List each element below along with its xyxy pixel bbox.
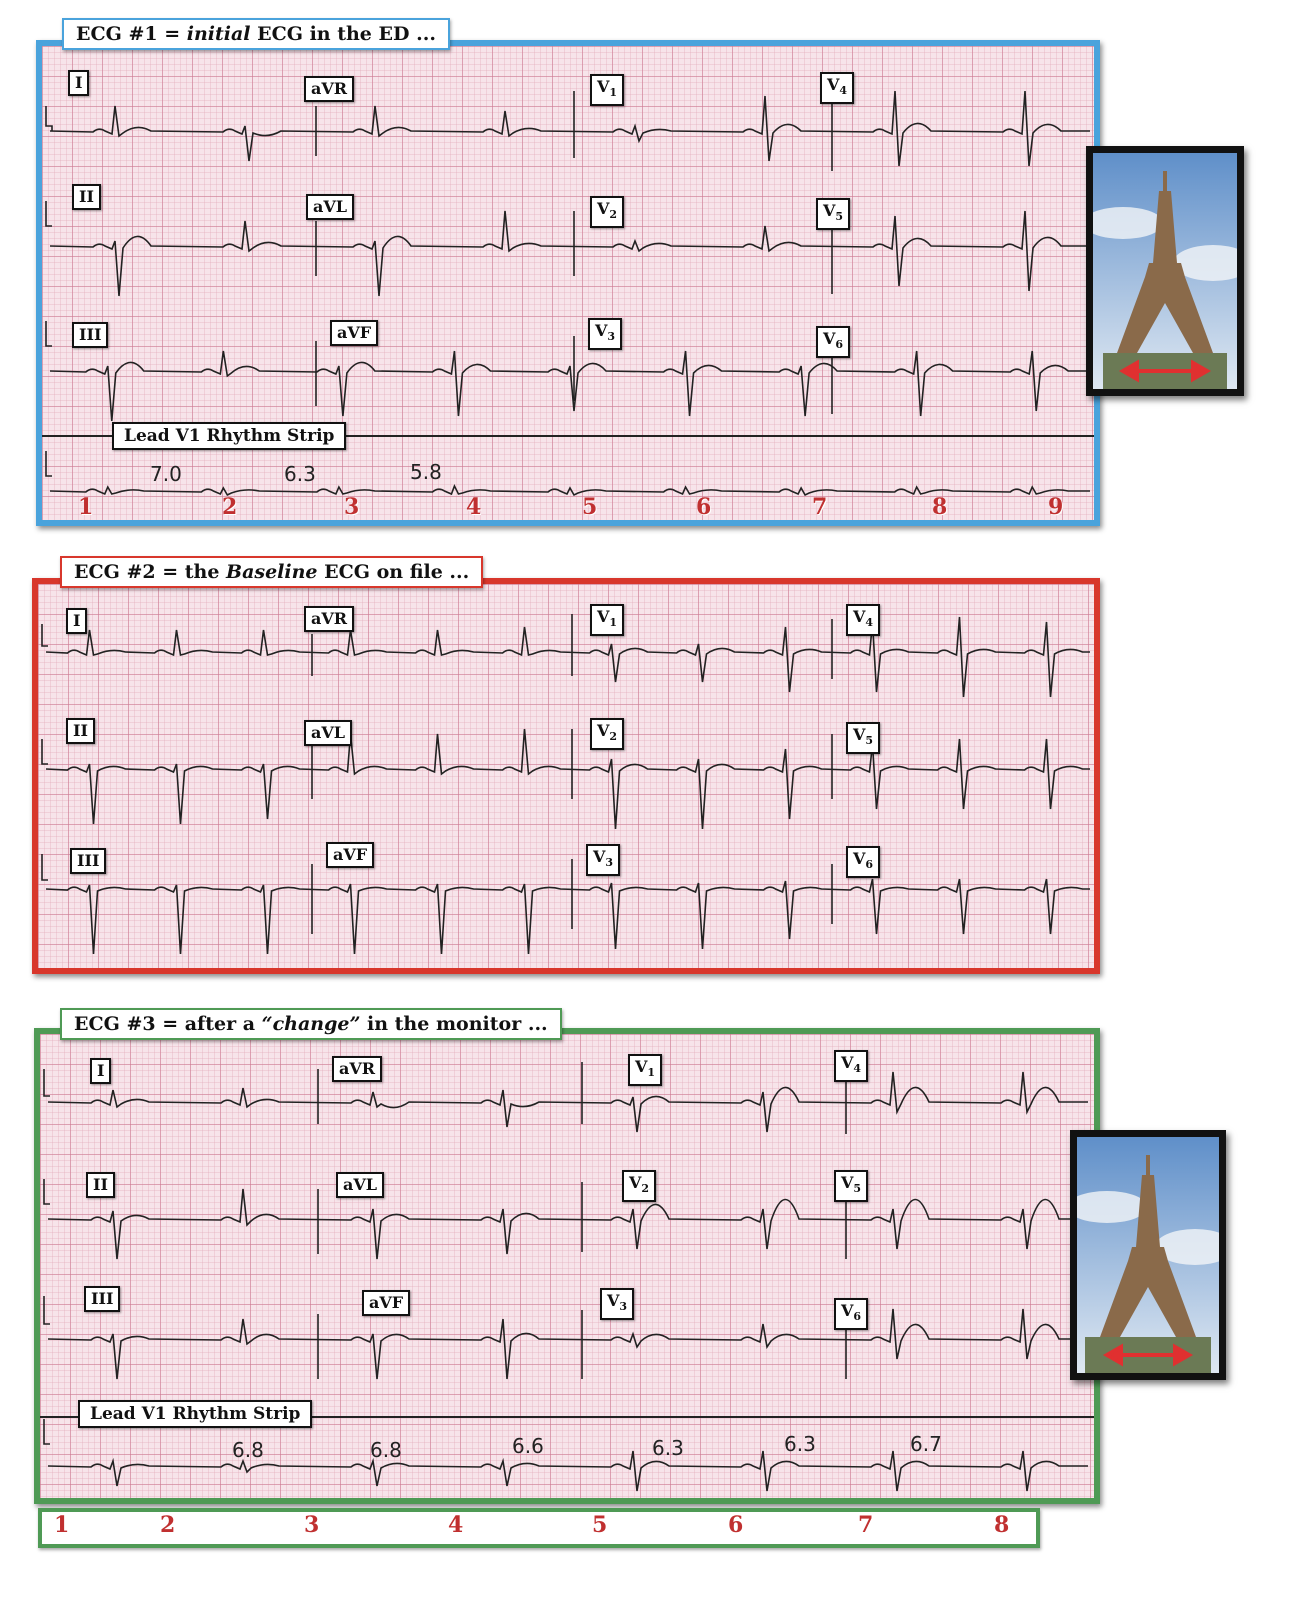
lead-label-aVL: aVL — [306, 194, 355, 220]
lead-label-V6: V6 — [816, 326, 851, 359]
lead-label-V3: V3 — [588, 318, 623, 351]
ecg1-title: ECG #1 = initial ECG in the ED ... — [62, 18, 450, 50]
beat-number: 7 — [858, 1512, 874, 1538]
rhythm-strip-label: Lead V1 Rhythm Strip — [78, 1400, 313, 1428]
lead-label-V2: V2 — [590, 196, 625, 229]
rhythm-strip-label: Lead V1 Rhythm Strip — [112, 422, 347, 450]
ecg2-title: ECG #2 = the Baseline ECG on file ... — [60, 556, 484, 588]
lead-label-I: I — [66, 608, 88, 634]
ecg3-title: ECG #3 = after a “change” in the monitor… — [60, 1008, 562, 1040]
lead-label-V1: V1 — [590, 604, 625, 637]
lead-label-V4: V4 — [820, 72, 855, 105]
lead-label-III: III — [84, 1286, 121, 1312]
beat-number: 1 — [54, 1512, 70, 1538]
lead-label-II: II — [66, 718, 95, 744]
ecg3-panel: I aVR V1 V4 II aVL V2 V5 III aVF V3 V6 L… — [34, 1028, 1100, 1504]
lead-label-III: III — [70, 848, 107, 874]
lead-label-V3: V3 — [586, 844, 621, 877]
rr-measure: 6.3 — [284, 462, 316, 486]
lead-label-aVL: aVL — [336, 1172, 385, 1198]
lead-label-V4: V4 — [846, 604, 881, 637]
beat-number: 1 — [78, 494, 94, 520]
rr-measure: 6.8 — [232, 1438, 264, 1462]
beat-number: 2 — [160, 1512, 176, 1538]
beat-number: 5 — [582, 494, 598, 520]
beat-number: 3 — [304, 1512, 320, 1538]
ecg1-panel: I aVR V1 V4 II aVL V2 V5 III aVF V3 V6 L… — [36, 40, 1100, 526]
lead-label-aVF: aVF — [326, 842, 375, 868]
beat-number: 6 — [696, 494, 712, 520]
ecg1-traces — [42, 90, 1094, 497]
eiffel-tower-photo — [1086, 146, 1244, 396]
lead-label-aVR: aVR — [304, 76, 355, 102]
lead-label-V5: V5 — [816, 198, 851, 231]
eiffel-tower-photo — [1070, 1130, 1226, 1380]
rr-measure: 6.7 — [910, 1432, 942, 1456]
lead-label-V2: V2 — [590, 718, 625, 751]
lead-label-V1: V1 — [590, 74, 625, 107]
beat-number: 4 — [448, 1512, 464, 1538]
lead-label-V6: V6 — [834, 1298, 869, 1331]
beat-number: 8 — [994, 1512, 1010, 1538]
lead-label-V6: V6 — [846, 846, 881, 879]
lead-label-aVF: aVF — [330, 320, 379, 346]
beat-number: 2 — [222, 494, 238, 520]
lead-label-V3: V3 — [600, 1288, 635, 1321]
beat-number: 3 — [344, 494, 360, 520]
beat-number: 4 — [466, 494, 482, 520]
rr-measure: 7.0 — [150, 462, 182, 486]
ecg3-traces — [40, 1062, 1094, 1492]
ecg2-traces — [41, 614, 1090, 955]
lead-label-V4: V4 — [834, 1050, 869, 1083]
ecg2-panel: I aVR V1 V4 II aVL V2 V5 III aVF V3 V6 — [32, 578, 1100, 974]
lead-label-V5: V5 — [846, 722, 881, 755]
lead-label-aVL: aVL — [304, 720, 353, 746]
lead-label-I: I — [68, 70, 90, 96]
lead-label-III: III — [72, 322, 109, 348]
rr-measure: 6.6 — [512, 1434, 544, 1458]
lead-label-II: II — [72, 184, 101, 210]
lead-label-I: I — [90, 1058, 112, 1084]
rr-measure: 6.8 — [370, 1438, 402, 1462]
lead-label-aVR: aVR — [304, 606, 355, 632]
beat-number: 8 — [932, 494, 948, 520]
rr-measure: 5.8 — [410, 460, 442, 484]
beat-number: 7 — [812, 494, 828, 520]
lead-label-II: II — [86, 1172, 115, 1198]
lead-label-V1: V1 — [628, 1054, 663, 1087]
beat-number: 6 — [728, 1512, 744, 1538]
lead-label-V2: V2 — [622, 1170, 657, 1203]
ecg3-beat-bar — [38, 1508, 1040, 1548]
beat-number: 9 — [1048, 494, 1064, 520]
rr-measure: 6.3 — [652, 1436, 684, 1460]
lead-label-aVR: aVR — [332, 1056, 383, 1082]
lead-label-aVF: aVF — [362, 1290, 411, 1316]
lead-label-V5: V5 — [834, 1170, 869, 1203]
beat-number: 5 — [592, 1512, 608, 1538]
rr-measure: 6.3 — [784, 1432, 816, 1456]
